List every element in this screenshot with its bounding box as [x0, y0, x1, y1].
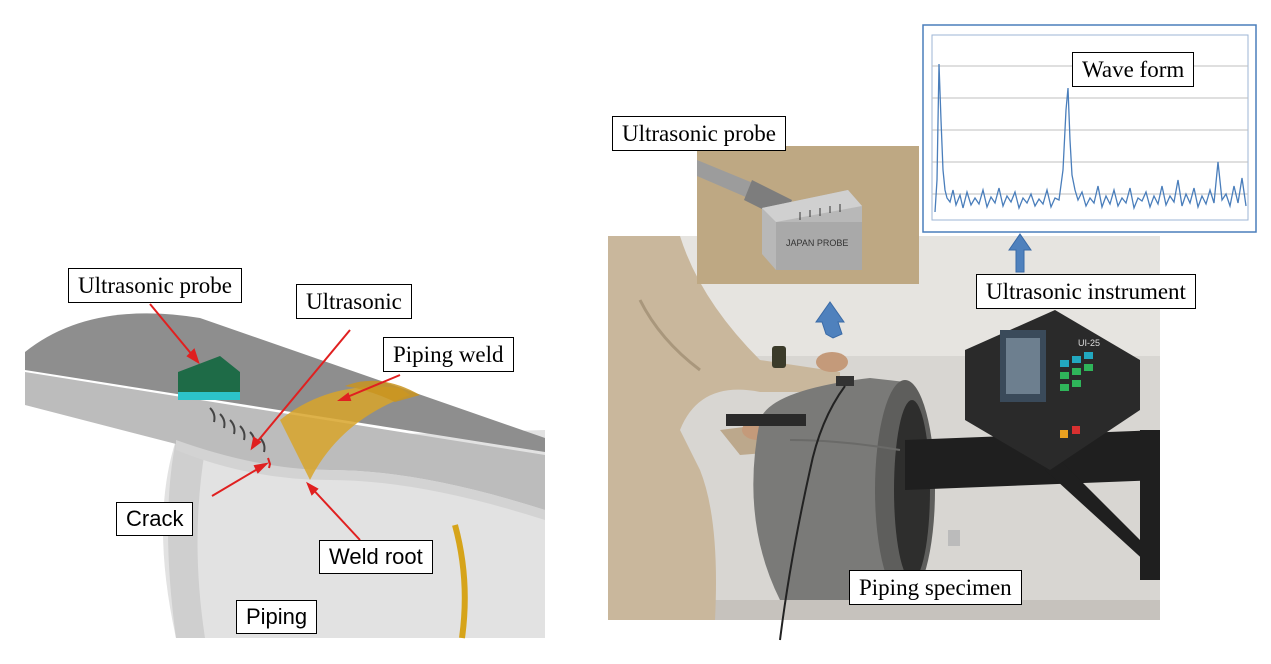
pipe-shell [163, 430, 545, 638]
instrument-keypad [1060, 352, 1093, 438]
label-wave-form: Wave form [1072, 52, 1195, 87]
probe-base [178, 392, 240, 400]
pipe-front [25, 372, 545, 510]
probe-closeup-photo: JAPAN PROBE [697, 146, 919, 284]
probe-block [762, 190, 862, 270]
label-piping: Piping [236, 600, 318, 634]
pipe-top [25, 313, 545, 452]
operator-hand-lower [742, 420, 774, 440]
pipe-specimen-end [875, 380, 935, 600]
ruler [726, 414, 806, 426]
probe-body [178, 356, 240, 396]
probe-cable [779, 385, 846, 641]
label-weld-root: Weld root [319, 540, 433, 574]
label-ultrasonic: Ultrasonic [296, 284, 412, 319]
weld-band [280, 386, 410, 480]
label-ultrasonic-probe-right: Ultrasonic probe [612, 116, 786, 151]
operator [608, 236, 840, 620]
ultrasonic-instrument [965, 310, 1140, 470]
weld-band-top [345, 380, 420, 402]
instrument-model-text: UI-25 [1078, 338, 1100, 348]
operator-hand-upper [816, 352, 848, 372]
stand-arm [905, 430, 1160, 490]
blue-arrow-probe [815, 301, 845, 339]
label-ultrasonic-probe-left: Ultrasonic probe [68, 268, 242, 303]
pipe-specimen-body [753, 378, 905, 600]
crack-mark [267, 457, 272, 469]
label-piping-specimen: Piping specimen [849, 570, 1022, 605]
pipe-shell-shadow [168, 440, 205, 638]
wall-outlet [948, 530, 960, 546]
ultrasonic-wave-arcs [209, 407, 266, 453]
probe-brand-text: JAPAN PROBE [786, 238, 848, 248]
probe-on-pipe [836, 376, 854, 386]
pipe-diagram [25, 303, 545, 639]
weld-seam [452, 524, 468, 639]
blue-arrow-instrument [1008, 233, 1032, 273]
instrument-screen [1000, 330, 1046, 402]
label-ultrasonic-instrument: Ultrasonic instrument [976, 274, 1196, 309]
label-crack: Crack [116, 502, 194, 536]
pipe-saddle [176, 440, 545, 520]
label-piping-weld: Piping weld [383, 337, 514, 372]
